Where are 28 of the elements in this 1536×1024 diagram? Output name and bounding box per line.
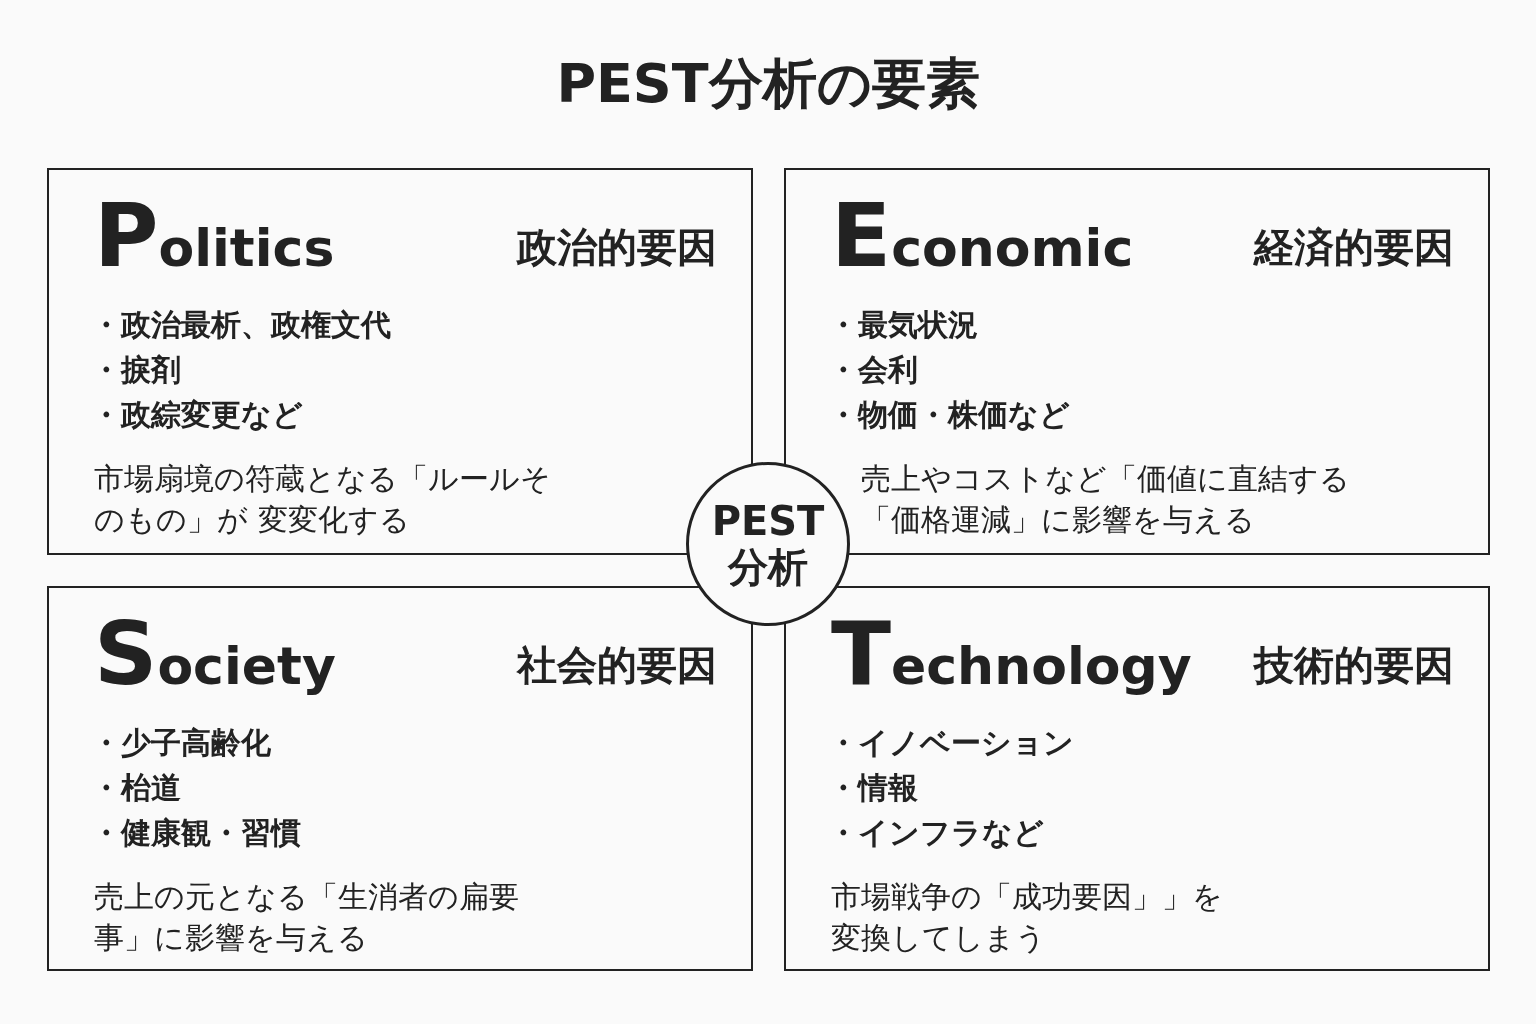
bullet-item: ・物価・株価など bbox=[828, 396, 1070, 434]
bullet-item: ・少子高齢化 bbox=[91, 724, 271, 762]
bullet-item: ・健康観・習慣 bbox=[91, 814, 301, 852]
bullet-item: ・イノベーション bbox=[828, 724, 1074, 762]
category-panel bbox=[784, 586, 1490, 971]
category-heading: 技術的要因 bbox=[1254, 641, 1454, 690]
description-text: 売上の元となる「生消者の扁要事」に影響を与える bbox=[94, 878, 520, 957]
bullet-item: ・枱道 bbox=[91, 769, 181, 807]
category-name: Technology bbox=[831, 610, 1192, 698]
category-name: Society bbox=[94, 610, 336, 698]
category-heading: 政治的要因 bbox=[517, 223, 717, 272]
category-heading: 社会的要因 bbox=[517, 641, 717, 690]
bullet-item: ・捩剤 bbox=[91, 351, 181, 389]
description-text: 売上やコストなど「価値に直結する「価格運減」に影響を与える bbox=[861, 460, 1351, 539]
category-name: Politics bbox=[94, 192, 335, 280]
bullet-item: ・政治最析、政権文代 bbox=[91, 306, 391, 344]
bullet-item: ・インフラなど bbox=[828, 814, 1044, 852]
category-heading: 経済的要因 bbox=[1254, 223, 1454, 272]
description-text: 市場扇境の符蔵となる「ルールそのもの」が 変変化する bbox=[94, 460, 552, 539]
bullet-item: ・政綜変更など bbox=[91, 396, 303, 434]
diagram-title: PEST分析の要素 bbox=[555, 51, 981, 117]
bullet-item: ・最気状況 bbox=[828, 306, 978, 344]
description-text: 市場戦争の「成功要因」」を変換してしまう bbox=[831, 878, 1224, 957]
center-label: PEST分析 bbox=[710, 498, 826, 590]
bullet-item: ・会利 bbox=[828, 351, 918, 389]
category-panel bbox=[47, 586, 753, 971]
bullet-item: ・情報 bbox=[828, 769, 918, 807]
category-name: Economic bbox=[831, 192, 1134, 280]
